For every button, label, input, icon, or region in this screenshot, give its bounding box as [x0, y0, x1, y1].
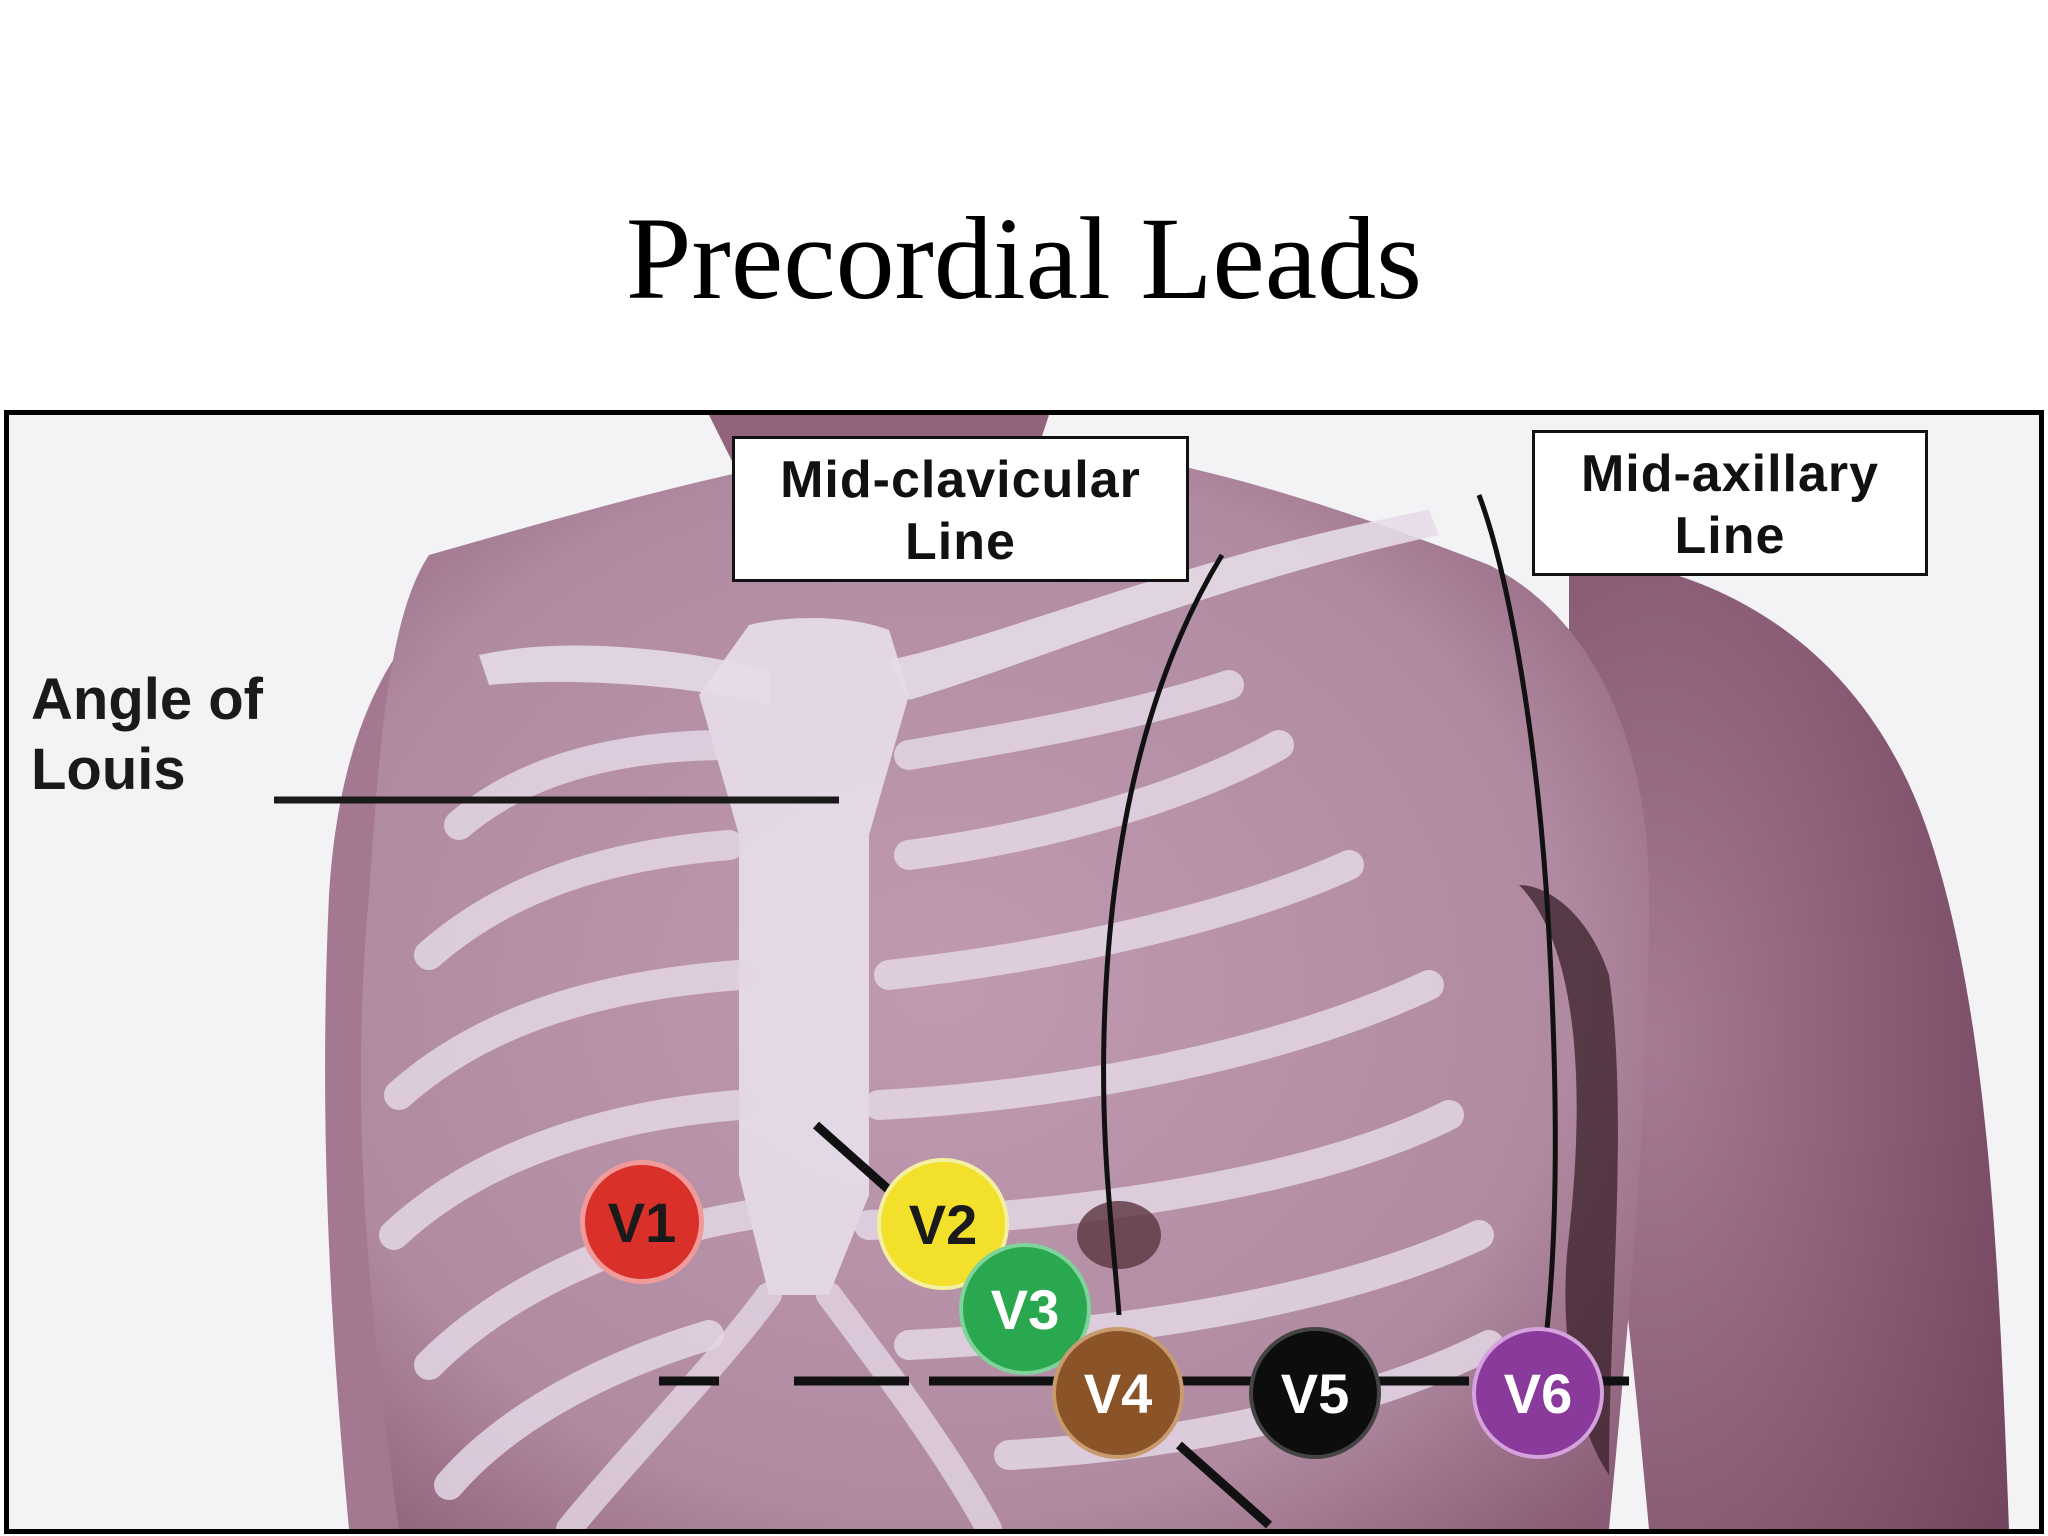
costal-margin [556, 1282, 1002, 1529]
mid-axillary-line [1476, 494, 1558, 1416]
angle-of-louis-label: Angle of Louis [31, 665, 263, 805]
mid-clavicular-label-line1: Mid-clavicular [780, 451, 1141, 509]
sternum [699, 618, 909, 1295]
electrode-v4: V4 [1052, 1327, 1184, 1459]
angle-of-louis-line2: Louis [31, 737, 186, 802]
electrode-v6-label: V6 [1503, 1361, 1573, 1425]
electrode-v5: V5 [1249, 1327, 1381, 1459]
chest-diagram: Mid-clavicular Line Mid-axillary Line An… [4, 410, 2044, 1534]
mid-clavicular-line [1101, 553, 1225, 1316]
electrode-v4-label: V4 [1083, 1361, 1153, 1425]
electrode-v1: V1 [580, 1160, 704, 1284]
axilla [1519, 885, 1618, 1475]
electrode-v3-label: V3 [990, 1277, 1060, 1341]
mid-axillary-label-line2: Line [1674, 507, 1786, 565]
right-arm [1569, 555, 2009, 1529]
lower-guide-line [1176, 1441, 1272, 1529]
mid-axillary-label-line1: Mid-axillary [1580, 445, 1880, 503]
angle-of-louis-line1: Angle of [31, 667, 263, 732]
left-clavicle [479, 645, 769, 705]
mid-clavicular-label-line2: Line [905, 513, 1016, 571]
mid-clavicular-label: Mid-clavicular Line [732, 436, 1189, 582]
mid-axillary-label: Mid-axillary Line [1532, 430, 1928, 576]
electrode-v1-label: V1 [607, 1190, 677, 1254]
slide-title: Precordial Leads [625, 193, 1423, 324]
nipple [1077, 1201, 1161, 1269]
right-clavicle [889, 510, 1439, 700]
v2-guide-line [813, 1121, 892, 1194]
electrode-v5-label: V5 [1280, 1361, 1350, 1425]
electrode-v2-label: V2 [908, 1192, 978, 1256]
electrode-v6: V6 [1472, 1327, 1604, 1459]
